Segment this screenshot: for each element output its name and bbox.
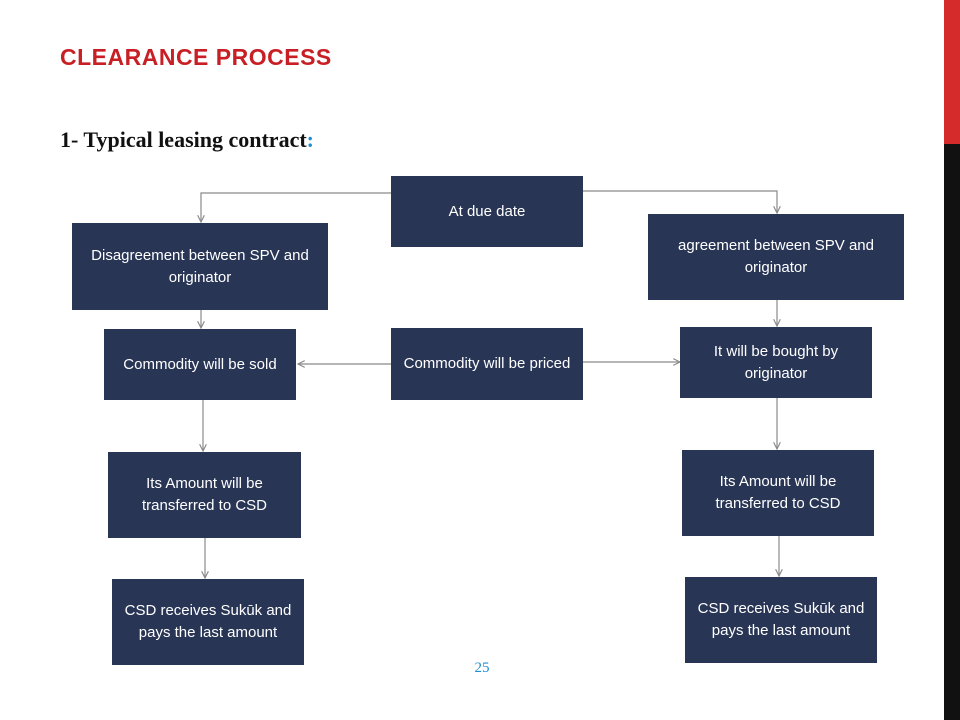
slide-title: CLEARANCE PROCESS [60, 44, 332, 70]
node-at-due-date: At due date [391, 176, 583, 247]
connector-due-to-disagreement [201, 192, 391, 222]
node-amount-transferred-left: Its Amount will be transferred to CSD [108, 452, 301, 538]
node-csd-receives-right: CSD receives Sukūk and pays the last amo… [685, 577, 877, 663]
node-commodity-sold: Commodity will be sold [104, 329, 296, 400]
page-number: 25 [474, 660, 490, 676]
side-accent-black [944, 144, 960, 720]
node-bought-by-originator: It will be bought by originator [680, 327, 872, 398]
node-disagreement: Disagreement between SPV and originator [72, 223, 328, 310]
node-commodity-priced: Commodity will be priced [391, 328, 583, 400]
subtitle-text: 1- Typical leasing contract [60, 127, 307, 152]
node-csd-receives-left: CSD receives Sukūk and pays the last amo… [112, 579, 304, 665]
side-accent-red [944, 0, 960, 144]
node-amount-transferred-right: Its Amount will be transferred to CSD [682, 450, 874, 536]
slide-subtitle: 1- Typical leasing contract: [60, 127, 314, 153]
node-agreement: agreement between SPV and originator [648, 214, 904, 300]
connector-due-to-agreement [583, 190, 777, 213]
subtitle-colon: : [306, 127, 314, 152]
